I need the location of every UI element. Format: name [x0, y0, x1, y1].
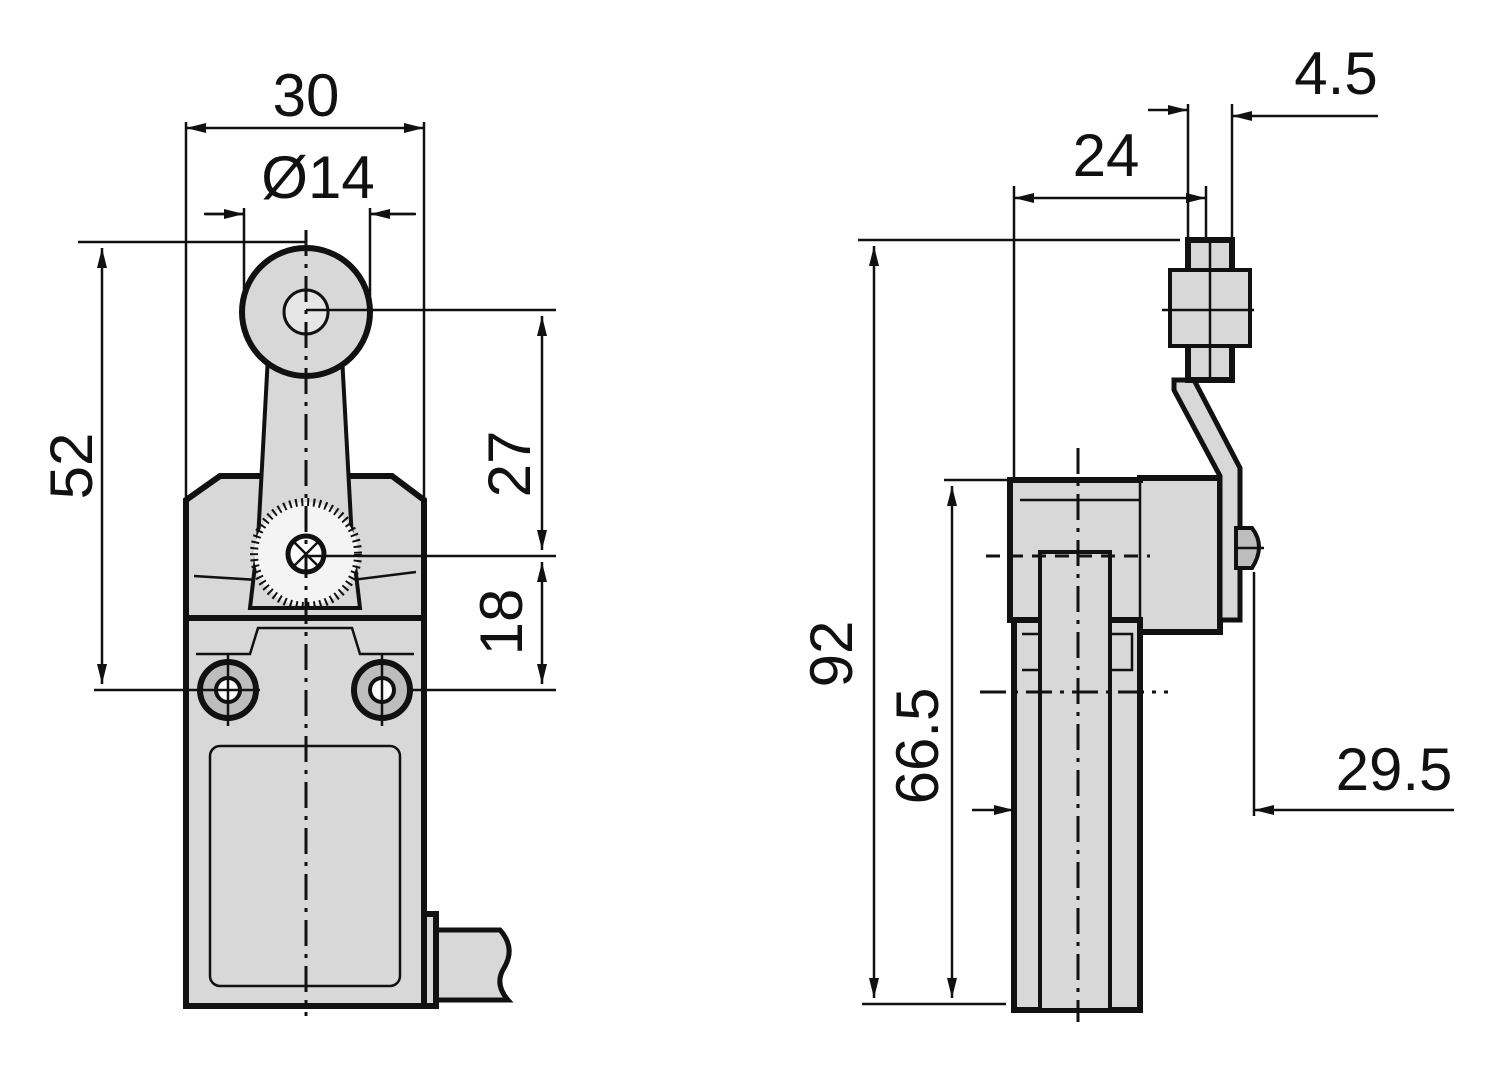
- front-view: 30 Ø14 52 27 18: [38, 62, 556, 1016]
- dim-24-label: 24: [1073, 122, 1140, 189]
- dim-92-label: 92: [798, 621, 865, 688]
- dim-14-extension: [242, 208, 372, 300]
- dim-14-label: Ø14: [261, 144, 374, 211]
- front-cable: [431, 927, 514, 1003]
- dim-66-5-label: 66.5: [884, 688, 951, 805]
- dim-52-label: 52: [38, 433, 105, 500]
- side-roller: [1162, 237, 1254, 383]
- side-shaft-screw: [1234, 526, 1264, 570]
- dim-4-5-extension: [1186, 104, 1234, 240]
- front-recess: [196, 626, 414, 656]
- dim-30-extension: [184, 122, 426, 618]
- dim-52-extension: [78, 240, 306, 692]
- side-head-lines: [1020, 480, 1142, 620]
- side-plunger: [1038, 550, 1112, 1012]
- side-plunger-guides: [1022, 632, 1134, 672]
- dim-30-label: 30: [273, 62, 340, 129]
- dim-18-label: 18: [468, 589, 535, 656]
- dim-24-extension: [1012, 186, 1208, 480]
- dim-4-5-label: 4.5: [1294, 40, 1377, 107]
- side-view: 4.5 24 92 66.5 29.5: [798, 40, 1454, 1022]
- dim-92-extension: [858, 238, 1180, 1006]
- dim-27-label: 27: [476, 431, 543, 498]
- dim-29-5-label: 29.5: [1336, 736, 1453, 803]
- dim-27-18-extension: [306, 308, 556, 692]
- front-head-lines: [193, 570, 417, 582]
- front-cable-gland: [421, 911, 439, 1009]
- side-lever-arm: [1171, 377, 1243, 623]
